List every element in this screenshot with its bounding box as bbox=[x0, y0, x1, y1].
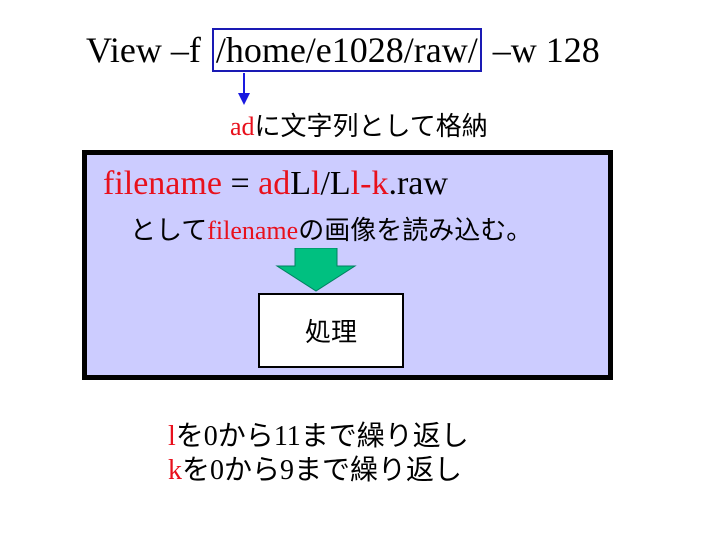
read-var: filename bbox=[207, 216, 299, 245]
store-var: ad bbox=[230, 112, 255, 141]
loop-l: lを0から11まで繰り返し bbox=[168, 414, 469, 454]
formula-slash: /L bbox=[320, 165, 351, 202]
formula-l1: l bbox=[311, 165, 321, 202]
store-text: に文字列として格納 bbox=[254, 111, 488, 141]
loop-to: 11 bbox=[273, 421, 301, 452]
formula-eq: = bbox=[221, 165, 259, 202]
loop-text: を bbox=[182, 454, 211, 485]
process-box: 処理 bbox=[258, 293, 404, 368]
store-note: adに文字列として格納 bbox=[230, 106, 488, 143]
filename-formula: filename = adLl/Ll-k.raw bbox=[103, 165, 448, 203]
loop-text: まで繰り返し bbox=[294, 454, 463, 485]
command-line: View –f /home/e1028/raw/ –w 128 bbox=[86, 28, 600, 72]
read-post: の画像を読み込む。 bbox=[298, 215, 533, 245]
pointer-arrow-line bbox=[243, 73, 245, 95]
loop-text: まで繰り返し bbox=[300, 420, 469, 451]
pointer-arrow-head-icon bbox=[238, 93, 250, 105]
loop-text: から bbox=[217, 420, 274, 451]
down-arrow-icon bbox=[275, 248, 357, 292]
formula-ext: .raw bbox=[388, 165, 448, 202]
loop-to: 9 bbox=[280, 455, 295, 486]
command-suffix: –w 128 bbox=[483, 30, 600, 70]
formula-L: L bbox=[290, 165, 311, 202]
formula-lhs: filename bbox=[103, 165, 222, 202]
command-prefix: View –f bbox=[86, 30, 210, 70]
read-pre: として bbox=[130, 215, 208, 245]
loop-var: k bbox=[168, 455, 182, 486]
loop-from: 0 bbox=[210, 455, 225, 486]
loop-from: 0 bbox=[203, 421, 218, 452]
loop-k: kを0から9まで繰り返し bbox=[168, 448, 462, 488]
formula-l2: l bbox=[350, 165, 361, 202]
read-note: としてfilenameの画像を読み込む。 bbox=[130, 210, 532, 247]
formula-ad: ad bbox=[258, 165, 291, 202]
loop-var: l bbox=[168, 421, 176, 452]
loop-text: を bbox=[175, 420, 204, 451]
loop-text: から bbox=[224, 454, 281, 485]
formula-k: -k bbox=[360, 165, 389, 202]
path-highlight: /home/e1028/raw/ bbox=[211, 28, 482, 72]
